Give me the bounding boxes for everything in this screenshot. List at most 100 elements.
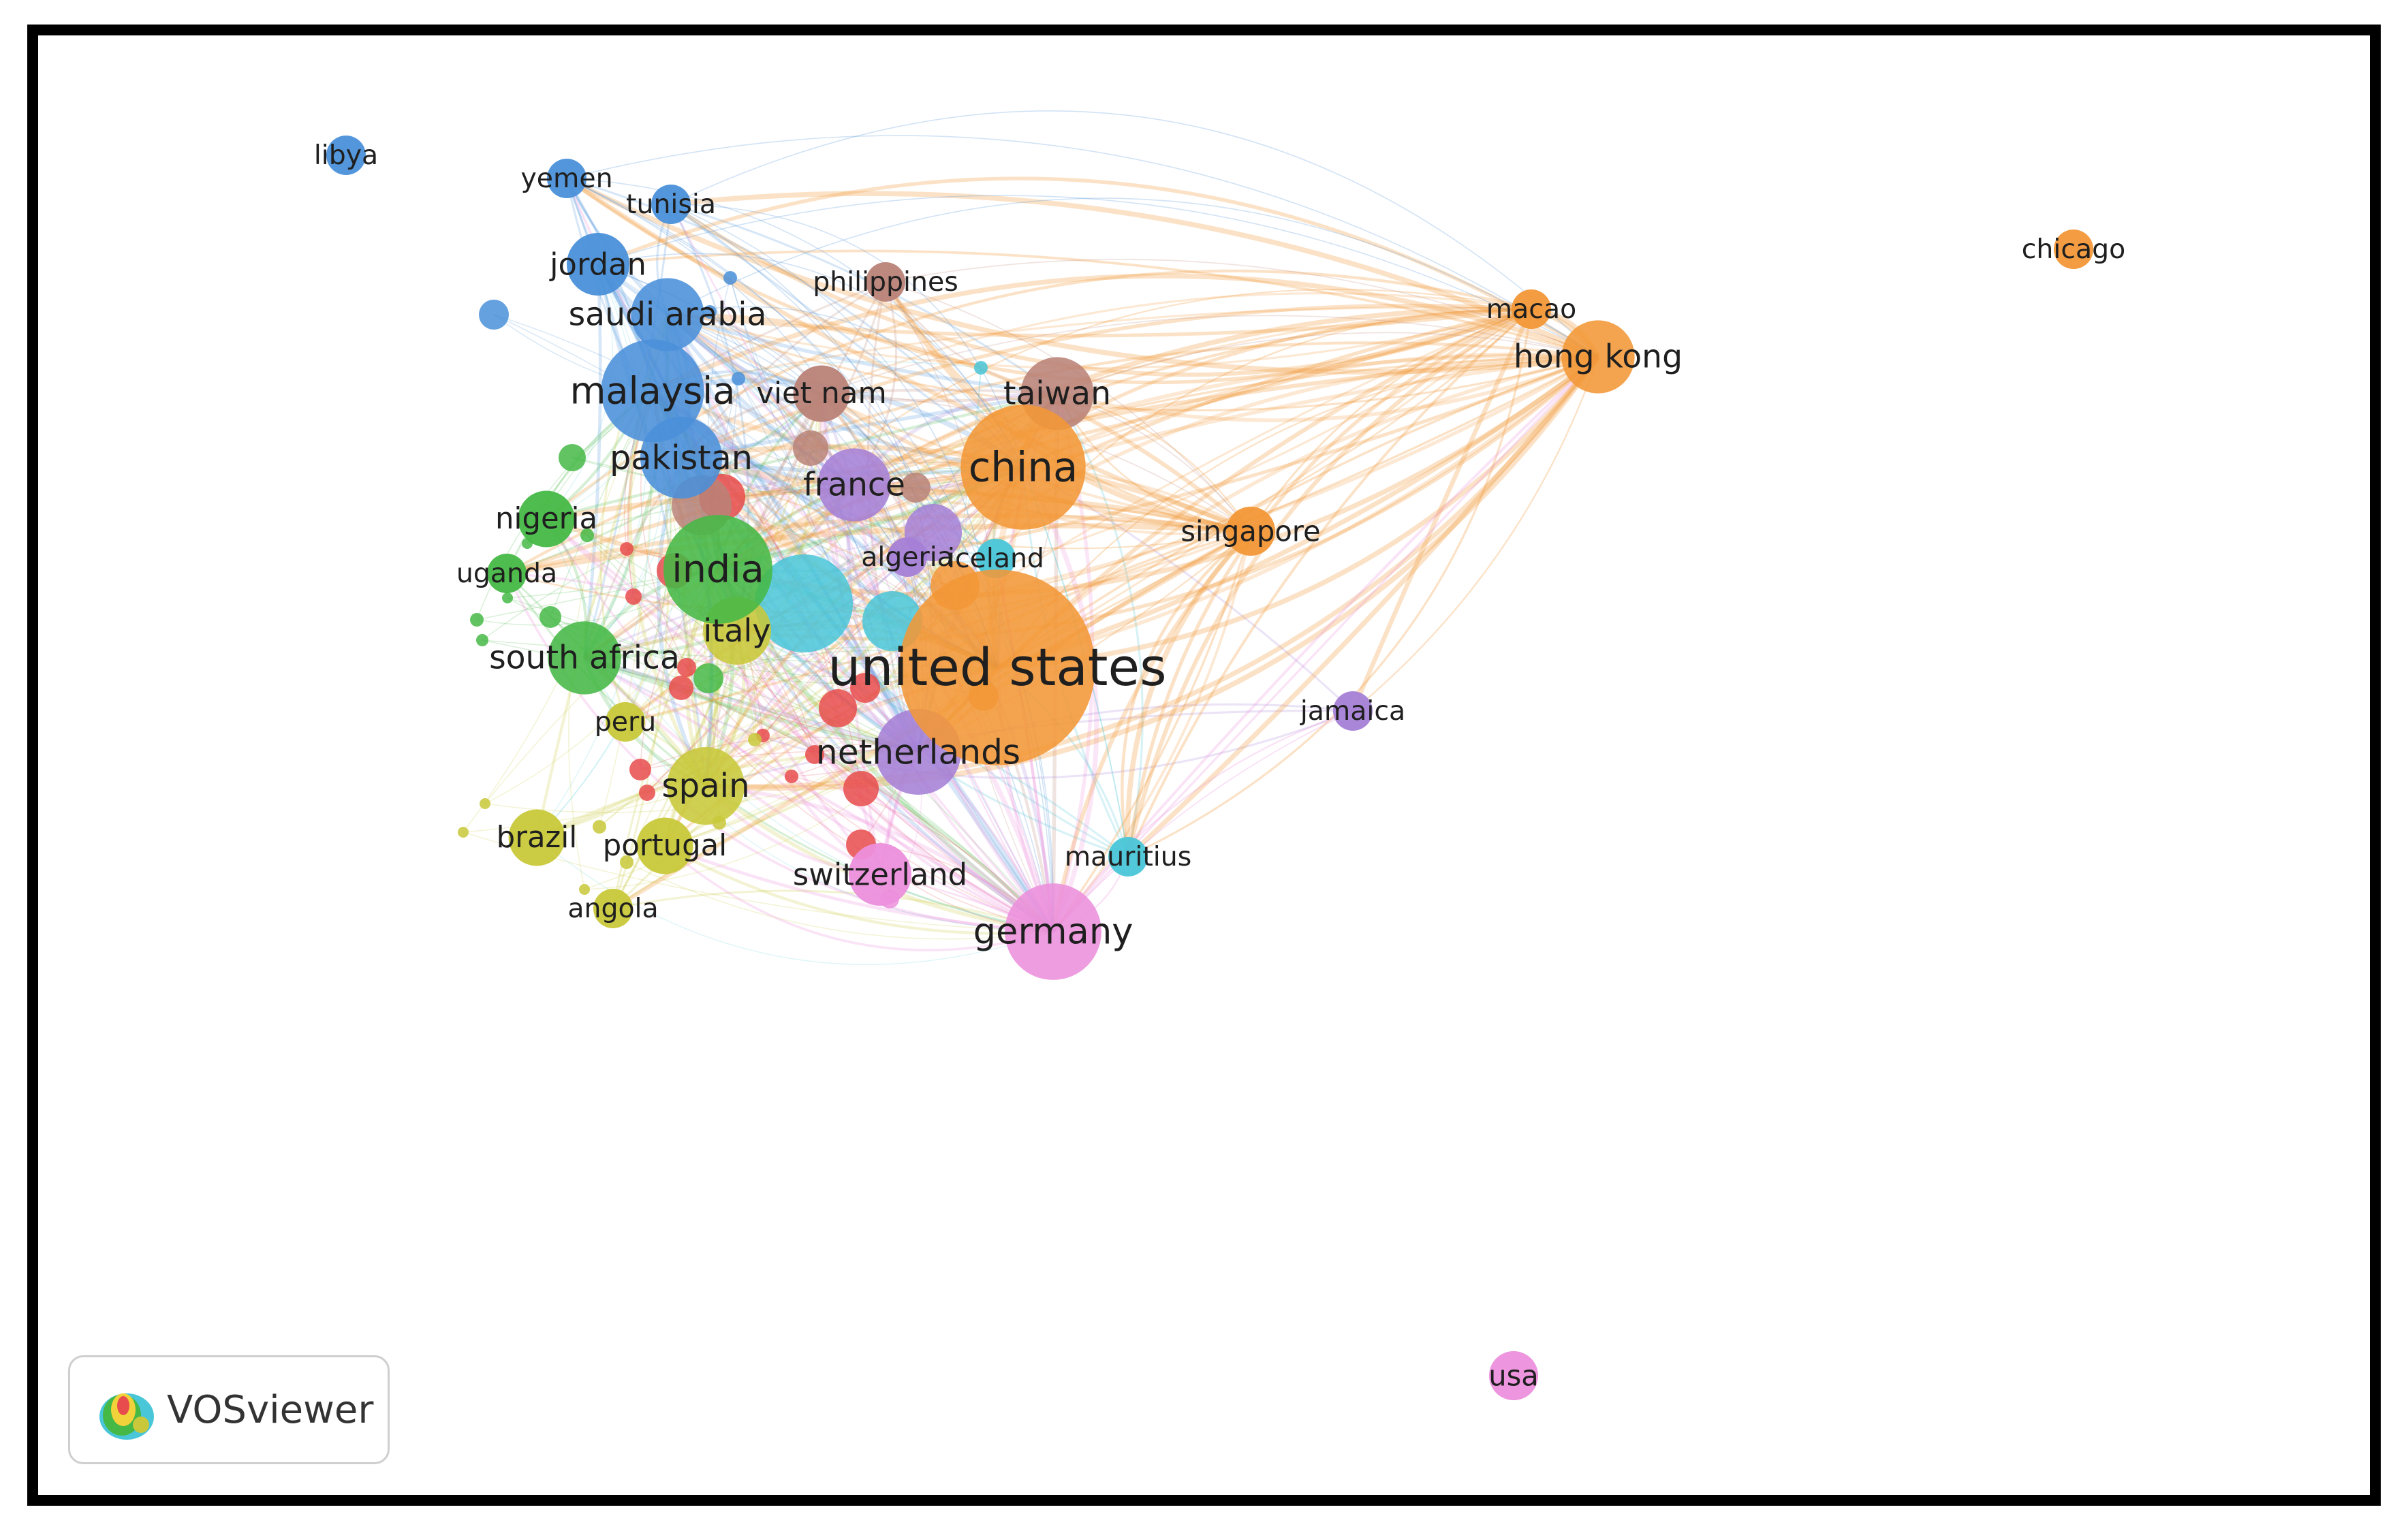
- minor-node[interactable]: [579, 884, 590, 895]
- link: [821, 315, 1599, 394]
- minor-node[interactable]: [974, 361, 988, 375]
- node-jamaica[interactable]: [1333, 691, 1373, 731]
- node-libya[interactable]: [326, 136, 366, 175]
- node-chicago[interactable]: [2054, 230, 2093, 269]
- link: [670, 191, 1599, 360]
- minor-node[interactable]: [502, 592, 513, 603]
- link: [704, 556, 909, 787]
- minor-node[interactable]: [755, 554, 853, 652]
- node-label-yemen: yemen: [520, 163, 612, 194]
- link: [666, 313, 920, 753]
- link: [597, 176, 1599, 359]
- minor-node[interactable]: [805, 745, 824, 764]
- minor-node[interactable]: [843, 771, 879, 806]
- minor-node[interactable]: [732, 372, 745, 385]
- node-france[interactable]: [817, 448, 891, 522]
- node-portugal[interactable]: [636, 817, 693, 874]
- minor-node[interactable]: [703, 305, 717, 319]
- link: [997, 355, 1599, 669]
- node-label-tunisia: tunisia: [626, 189, 716, 220]
- minor-node[interactable]: [693, 663, 723, 693]
- node-nigeria[interactable]: [518, 490, 575, 548]
- minor-node[interactable]: [785, 770, 798, 783]
- link: [705, 784, 1054, 934]
- minor-node[interactable]: [901, 473, 931, 503]
- link: [670, 202, 1533, 377]
- node-switzerland[interactable]: [849, 843, 911, 906]
- node-algeria[interactable]: [888, 537, 927, 577]
- minor-node[interactable]: [620, 855, 634, 869]
- link: [1121, 530, 1252, 857]
- minor-node[interactable]: [480, 798, 490, 809]
- minor-node[interactable]: [479, 300, 509, 330]
- node-label-hong-kong: hong kong: [1514, 338, 1683, 376]
- minor-node[interactable]: [625, 588, 642, 605]
- node-philippines[interactable]: [866, 262, 905, 302]
- node-iceland[interactable]: [976, 539, 1016, 578]
- minor-node[interactable]: [458, 827, 469, 838]
- link: [1052, 710, 1354, 932]
- minor-node[interactable]: [639, 785, 655, 801]
- minor-node[interactable]: [819, 689, 857, 727]
- node-singapore[interactable]: [1225, 506, 1276, 556]
- node-tunisia[interactable]: [651, 185, 691, 224]
- node-viet-nam[interactable]: [793, 365, 850, 422]
- minor-node[interactable]: [476, 634, 488, 646]
- minor-node[interactable]: [559, 444, 586, 471]
- minor-node[interactable]: [669, 676, 693, 700]
- node-macao[interactable]: [1512, 289, 1551, 329]
- link: [1127, 309, 1533, 858]
- minor-node[interactable]: [748, 733, 762, 746]
- node-india[interactable]: [663, 515, 772, 624]
- link: [566, 135, 1599, 358]
- minor-node[interactable]: [540, 606, 561, 628]
- link: [584, 656, 1054, 933]
- node-china[interactable]: [960, 405, 1086, 530]
- link: [656, 457, 708, 787]
- link: [583, 657, 1054, 933]
- network-canvas[interactable]: [27, 25, 2381, 1506]
- minor-node[interactable]: [723, 271, 737, 285]
- node-south-africa[interactable]: [548, 621, 621, 695]
- node-yemen[interactable]: [547, 159, 587, 198]
- link: [612, 889, 1054, 933]
- vosviewer-logo[interactable]: VOSviewer: [68, 1355, 390, 1464]
- node-germany[interactable]: [1005, 883, 1101, 980]
- node-jordan[interactable]: [567, 233, 629, 296]
- link: [853, 306, 1532, 488]
- node-peru[interactable]: [606, 702, 645, 742]
- link: [545, 518, 1054, 933]
- minor-node[interactable]: [629, 759, 651, 780]
- minor-node[interactable]: [470, 613, 484, 627]
- node-mauritius[interactable]: [1108, 837, 1148, 876]
- node-hong-kong[interactable]: [1561, 320, 1635, 394]
- link: [1052, 531, 1252, 932]
- link: [1050, 529, 1253, 932]
- link: [819, 393, 920, 753]
- node-malaysia[interactable]: [601, 339, 704, 443]
- link: [664, 844, 1054, 934]
- link: [854, 307, 1532, 487]
- minor-node[interactable]: [580, 528, 594, 542]
- link: [584, 656, 919, 754]
- link: [1022, 352, 1599, 469]
- node-spain[interactable]: [667, 747, 745, 825]
- node-usa[interactable]: [1488, 1350, 1539, 1401]
- link: [670, 204, 1054, 932]
- minor-node[interactable]: [620, 542, 634, 556]
- node-label-angola: angola: [567, 893, 658, 924]
- minor-node[interactable]: [793, 430, 828, 466]
- node-united-states[interactable]: [899, 569, 1095, 765]
- node-angola[interactable]: [593, 889, 633, 928]
- minor-node[interactable]: [677, 658, 696, 677]
- node-saudi-arabia[interactable]: [631, 278, 704, 351]
- minor-node[interactable]: [850, 673, 880, 703]
- node-label-pakistan: pakistan: [610, 438, 753, 477]
- node-uganda[interactable]: [487, 554, 527, 593]
- link: [717, 308, 1532, 571]
- link: [1249, 308, 1532, 532]
- minor-node[interactable]: [593, 820, 606, 834]
- node-brazil[interactable]: [508, 809, 565, 866]
- link: [535, 390, 655, 838]
